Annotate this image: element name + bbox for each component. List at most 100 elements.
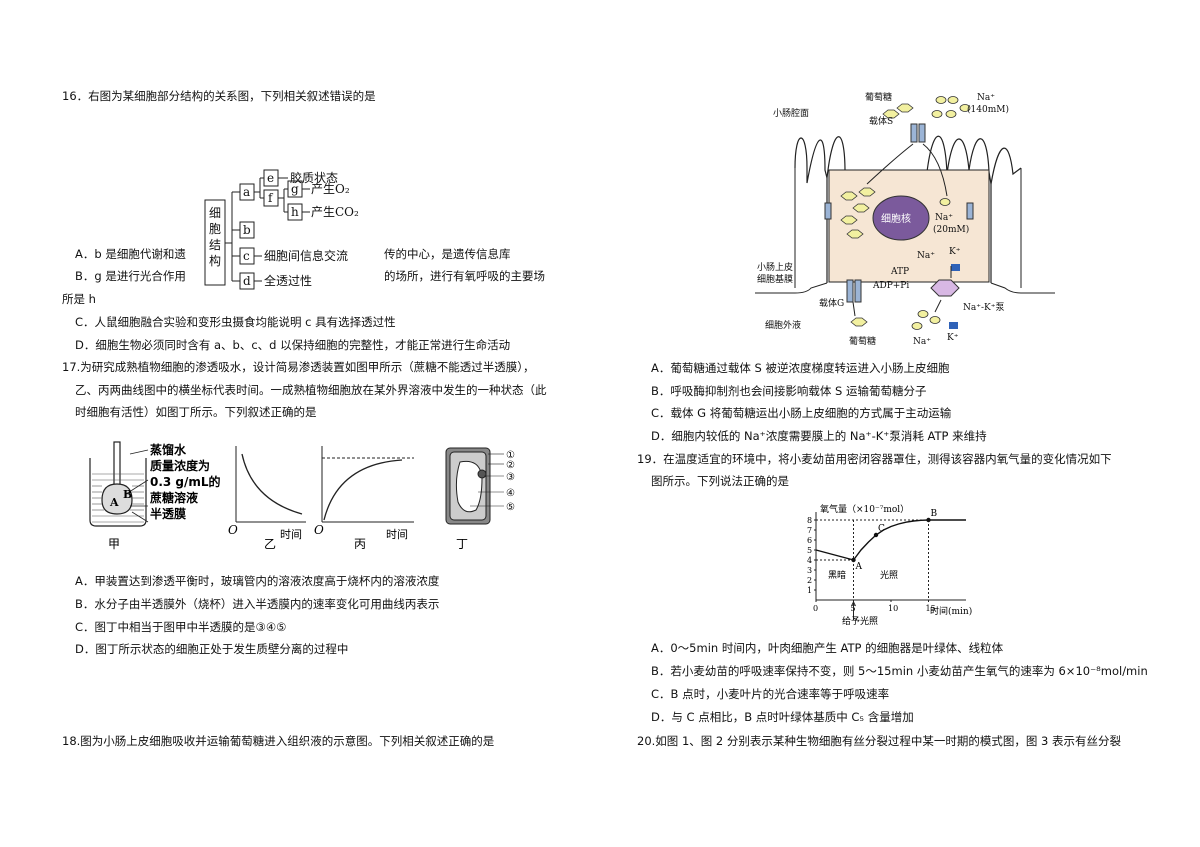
q17-option-a: A．甲装置达到渗透平衡时，玻璃管内的溶液浓度高于烧杯内的溶液浓度 (75, 574, 440, 588)
q18-option-c: C．载体 G 将葡萄糖运出小肠上皮细胞的方式属于主动运输 (651, 406, 952, 420)
node-d: d (243, 274, 251, 288)
nucleus-label: 细胞核 (881, 212, 911, 225)
chart-annotation: 给予光照 (842, 615, 878, 627)
y-tick-label: 2 (807, 576, 812, 585)
y-tick-label: 5 (807, 546, 812, 555)
series-line (815, 549, 854, 561)
q19-option-a: A．0～5min 时间内，叶肉细胞产生 ATP 的细胞器是叶绿体、线粒体 (651, 641, 1004, 655)
lumen-label: 小肠腔面 (773, 107, 809, 119)
root-label-1: 细 (209, 206, 221, 220)
atp-label: ATP (890, 267, 909, 277)
concentration-label-1: 质量浓度为 (150, 458, 210, 473)
glucose-label-top: 葡萄糖 (865, 91, 892, 103)
point-c (873, 532, 879, 538)
y-tick-label: 8 (807, 516, 812, 525)
cell-structure-diagram: 细 胞 结 构 a b c d e f g h 胶质状态 产生O₂ 产生CO₂ … (204, 169, 359, 290)
na-in-label: Na⁺ (917, 251, 935, 261)
fig-yi-time: 时间 (280, 528, 302, 541)
fig-jia-caption: 甲 (108, 537, 120, 550)
x-tick-label: 10 (888, 604, 898, 613)
q16-option-d: D．细胞生物必须同时含有 a、b、c、d 以保持细胞的完整性，才能正常进行生命活… (75, 338, 511, 352)
glucose-label-bottom: 葡萄糖 (849, 335, 876, 347)
q17-stem-1: 17.为研究成熟植物细胞的渗透吸水，设计简易渗透装置如图甲所示（蔗糖不能透过半透… (62, 360, 535, 374)
q17-stem-3: 时细胞有活性）如图丁所示。下列叙述正确的是 (75, 405, 317, 419)
series-line (852, 519, 966, 561)
epithelium-label-2: 细胞基膜 (757, 273, 793, 285)
q16-option-b3: 所是 h (62, 292, 96, 306)
intestinal-cell-figure: 细胞核 葡萄糖 Na⁺ (755, 91, 1055, 347)
ecf-label: 细胞外液 (765, 319, 801, 331)
y-tick-label: 3 (807, 566, 812, 575)
fig-jia-a: A (109, 496, 119, 509)
fig-ding-caption: 丁 (456, 537, 468, 550)
q18-option-d: D．细胞内较低的 Na⁺浓度需要膜上的 Na⁺-K⁺泵消耗 ATP 来维持 (651, 429, 987, 443)
node-c: c (243, 249, 250, 263)
c-label: 细胞间信息交流 (264, 248, 348, 263)
fig-bing-caption: 丙 (354, 537, 366, 550)
epithelium-label-1: 小肠上皮 (757, 261, 793, 273)
fig-bing-time: 时间 (386, 528, 408, 541)
d-label: 全透过性 (264, 273, 312, 288)
light-arrow-head (851, 600, 856, 607)
q19-stem-2: 图所示。下列说法正确的是 (651, 474, 789, 488)
x-tick-label: 0 (813, 604, 818, 613)
q18-option-a: A．葡萄糖通过载体 S 被逆浓度梯度转运进入小肠上皮细胞 (651, 361, 950, 375)
q18-option-b: B．呼吸酶抑制剂也会间接影响载体 S 运输葡萄糖分子 (651, 384, 927, 398)
node-e: e (267, 171, 274, 185)
q17-option-d: D．图丁所示状态的细胞正处于发生质壁分离的过程中 (75, 642, 349, 656)
h-label: 产生CO₂ (311, 205, 359, 219)
fig-ding-n1: ① (506, 450, 515, 461)
osmosis-figures: A B 蒸馏水 质量浓度为 0.3 g/mL的 蔗糖溶液 半透膜 甲 O 时间 … (89, 441, 515, 550)
point-label: A (855, 562, 863, 572)
na-mid-label: Na⁺ (935, 213, 953, 223)
q16-stem: 16．右图为某细胞部分结构的关系图，下列相关叙述错误的是 (62, 89, 376, 103)
k-bottom-label: K⁺ (947, 333, 959, 343)
distilled-water-label: 蒸馏水 (150, 442, 187, 457)
carrier-s-label: 载体S (869, 115, 893, 127)
y-tick-label: 6 (807, 536, 812, 545)
node-g: g (291, 182, 299, 196)
fig-yi-origin: O (228, 523, 238, 537)
chart-region-light: 光照 (880, 569, 898, 581)
node-a: a (243, 185, 250, 199)
q19-stem-1: 19．在温度适宜的环境中，将小麦幼苗用密闭容器罩住，测得该容器内氧气量的变化情况… (637, 452, 1112, 466)
fig-bing-origin: O (314, 523, 324, 537)
q16-option-b2: 的场所，进行有氧呼吸的主要场 (384, 269, 545, 283)
q17-stem-2: 乙、丙两曲线图中的横坐标代表时间。一成熟植物细胞放在某外界溶液中发生的一种状态（… (75, 383, 547, 397)
y-tick-label: 4 (807, 556, 812, 565)
point-label: C (878, 524, 885, 534)
q16-option-a2: 传的中心，是遗传信息库 (384, 247, 511, 261)
fig-jia-b: B (123, 488, 132, 501)
na-top-conc-label: (140mM) (967, 104, 1009, 115)
chart-ylabel: 氧气量（×10⁻⁷mol） (820, 503, 909, 515)
q16-option-c: C．人鼠细胞融合实验和变形虫摄食均能说明 c 具有选择透过性 (75, 315, 396, 329)
adp-label: ADP+Pi (872, 281, 909, 291)
q18-stem: 18.图为小肠上皮细胞吸收并运输葡萄糖进入组织液的示意图。下列相关叙述正确的是 (62, 734, 495, 748)
fig-ding-n3: ③ (506, 472, 515, 483)
x-tick-label: 15 (926, 604, 936, 613)
y-tick-label: 7 (807, 526, 812, 535)
na-bottom-label: Na⁺ (913, 337, 931, 347)
chart-region-dark: 黑暗 (828, 569, 846, 581)
k-in-label: K⁺ (949, 247, 961, 257)
pump-label: Na⁺-K⁺泵 (963, 302, 1005, 313)
fig-ding-n2: ② (506, 460, 515, 471)
node-f: f (268, 191, 274, 205)
membrane-label: 半透膜 (150, 506, 186, 521)
q16-option-a1: A．b 是细胞代谢和遗 (75, 247, 186, 261)
root-label-2: 胞 (209, 222, 221, 236)
q20-stem: 20.如图 1、图 2 分别表示某种生物细胞有丝分裂过程中某一时期的模式图，图 … (637, 734, 1122, 748)
fig-ding-n4: ④ (506, 488, 515, 499)
na-mid-conc-label: (20mM) (933, 224, 969, 235)
q17-option-c: C．图丁中相当于图甲中半透膜的是③④⑤ (75, 620, 287, 634)
q17-option-b: B．水分子由半透膜外（烧杯）进入半透膜内的速率变化可用曲线丙表示 (75, 597, 440, 611)
e-label: 胶质状态 (290, 170, 338, 185)
carrier-g-label: 载体G (819, 297, 844, 309)
point-b (926, 517, 931, 523)
g-label: 产生O₂ (311, 182, 350, 196)
node-b: b (243, 223, 251, 237)
q19-option-d: D．与 C 点相比，B 点时叶绿体基质中 C₅ 含量增加 (651, 710, 914, 724)
point-label: B (931, 509, 938, 519)
concentration-label-2: 0.3 g/mL的 (150, 474, 221, 489)
oxygen-chart: 12345678051015ACB 氧气量（×10⁻⁷mol） 时间(min) … (807, 503, 972, 627)
